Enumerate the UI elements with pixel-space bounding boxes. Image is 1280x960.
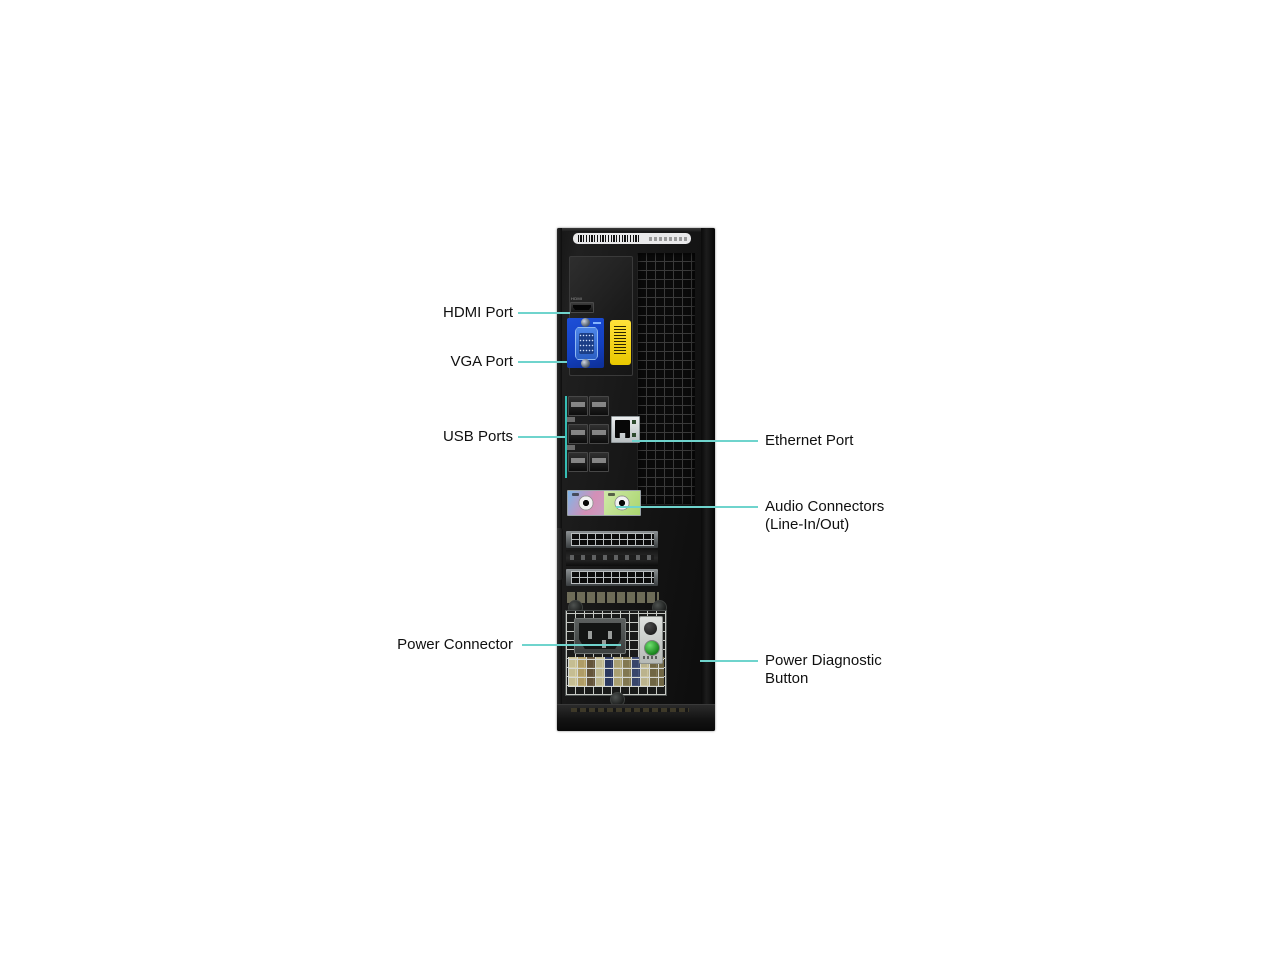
callout-label-ethernet: Ethernet Port [765, 432, 854, 449]
chassis-right-edge [701, 228, 715, 731]
diagnostic-led-icon [644, 622, 657, 635]
expansion-slot-cover[interactable] [566, 569, 658, 586]
audio-line-out-jack[interactable] [604, 491, 640, 515]
slot-mesh [571, 533, 654, 546]
power-diagnostic-pad [639, 616, 663, 664]
chassis-left-edge [557, 228, 562, 731]
vga-screw-icon [581, 318, 590, 327]
line-out-icon [608, 493, 615, 496]
usb-port[interactable] [568, 396, 588, 416]
vga-pins-icon [579, 333, 594, 354]
vga-screw-icon [581, 359, 590, 368]
usb-port-row[interactable] [568, 452, 609, 472]
audio-jack-hole [614, 495, 630, 511]
lower-connector-strip [567, 592, 659, 603]
callout-label-diagnostic: Power Diagnostic Button [765, 652, 882, 687]
ethernet-led [632, 420, 636, 424]
chassis-side-notch [557, 528, 563, 580]
usb-port[interactable] [589, 424, 609, 444]
ventilation-grille [637, 253, 695, 505]
usb-port[interactable] [589, 396, 609, 416]
audio-connector-panel[interactable] [567, 490, 641, 516]
audio-jack-hole [578, 495, 594, 511]
barcode-icon [578, 235, 640, 242]
audio-line-in-jack[interactable] [568, 491, 604, 515]
leader-line-usb [518, 436, 566, 438]
leader-line-ethernet [632, 440, 758, 442]
iec-pin [608, 631, 612, 639]
leader-line-diagnostic [700, 660, 758, 662]
callout-label-audio: Audio Connectors (Line-In/Out) [765, 498, 885, 533]
chassis-base [557, 704, 715, 731]
ethernet-port[interactable] [611, 416, 640, 443]
callout-label-power: Power Connector [397, 636, 513, 653]
power-connector[interactable] [574, 618, 626, 654]
ethernet-led [632, 433, 636, 437]
leader-bracket-usb [565, 396, 567, 478]
vga-panel-tick [593, 322, 601, 324]
expansion-slot-cover[interactable] [566, 531, 658, 548]
line-in-icon [572, 493, 579, 496]
chassis-top-bevel [557, 228, 715, 232]
leader-line-hdmi [518, 312, 570, 314]
iec-pin [588, 631, 592, 639]
power-supply-panel [565, 610, 667, 696]
usb-port[interactable] [568, 424, 588, 444]
usb-port[interactable] [568, 452, 588, 472]
computer-chassis-rear-panel: HDMI [557, 228, 715, 731]
slot-mesh [571, 571, 654, 584]
leader-line-audio [616, 506, 758, 508]
usb-port-row[interactable] [568, 396, 609, 416]
callout-label-usb: USB Ports [442, 428, 513, 445]
usb-trident-icon [565, 417, 577, 422]
usb-port-row[interactable] [568, 424, 609, 444]
hdmi-marking-text: HDMI [571, 296, 583, 301]
vga-port-panel[interactable] [567, 318, 604, 368]
usb-port[interactable] [589, 452, 609, 472]
service-tag-label [573, 233, 691, 244]
diagnostic-label-text [643, 656, 659, 659]
service-tag-text [649, 236, 689, 241]
power-diagnostic-button[interactable] [644, 640, 660, 656]
callout-label-hdmi: HDMI Port [442, 304, 513, 321]
barcode-icon [614, 326, 626, 354]
hdmi-port[interactable] [570, 302, 594, 313]
callout-label-vga: VGA Port [450, 353, 513, 370]
yellow-barcode-sticker [610, 320, 631, 365]
expansion-slot-gap [566, 550, 658, 566]
rj45-jack-icon [615, 420, 630, 438]
vga-connector [575, 327, 598, 360]
usb-trident-icon [565, 445, 577, 450]
leader-line-power [522, 644, 621, 646]
leader-line-vga [518, 361, 567, 363]
